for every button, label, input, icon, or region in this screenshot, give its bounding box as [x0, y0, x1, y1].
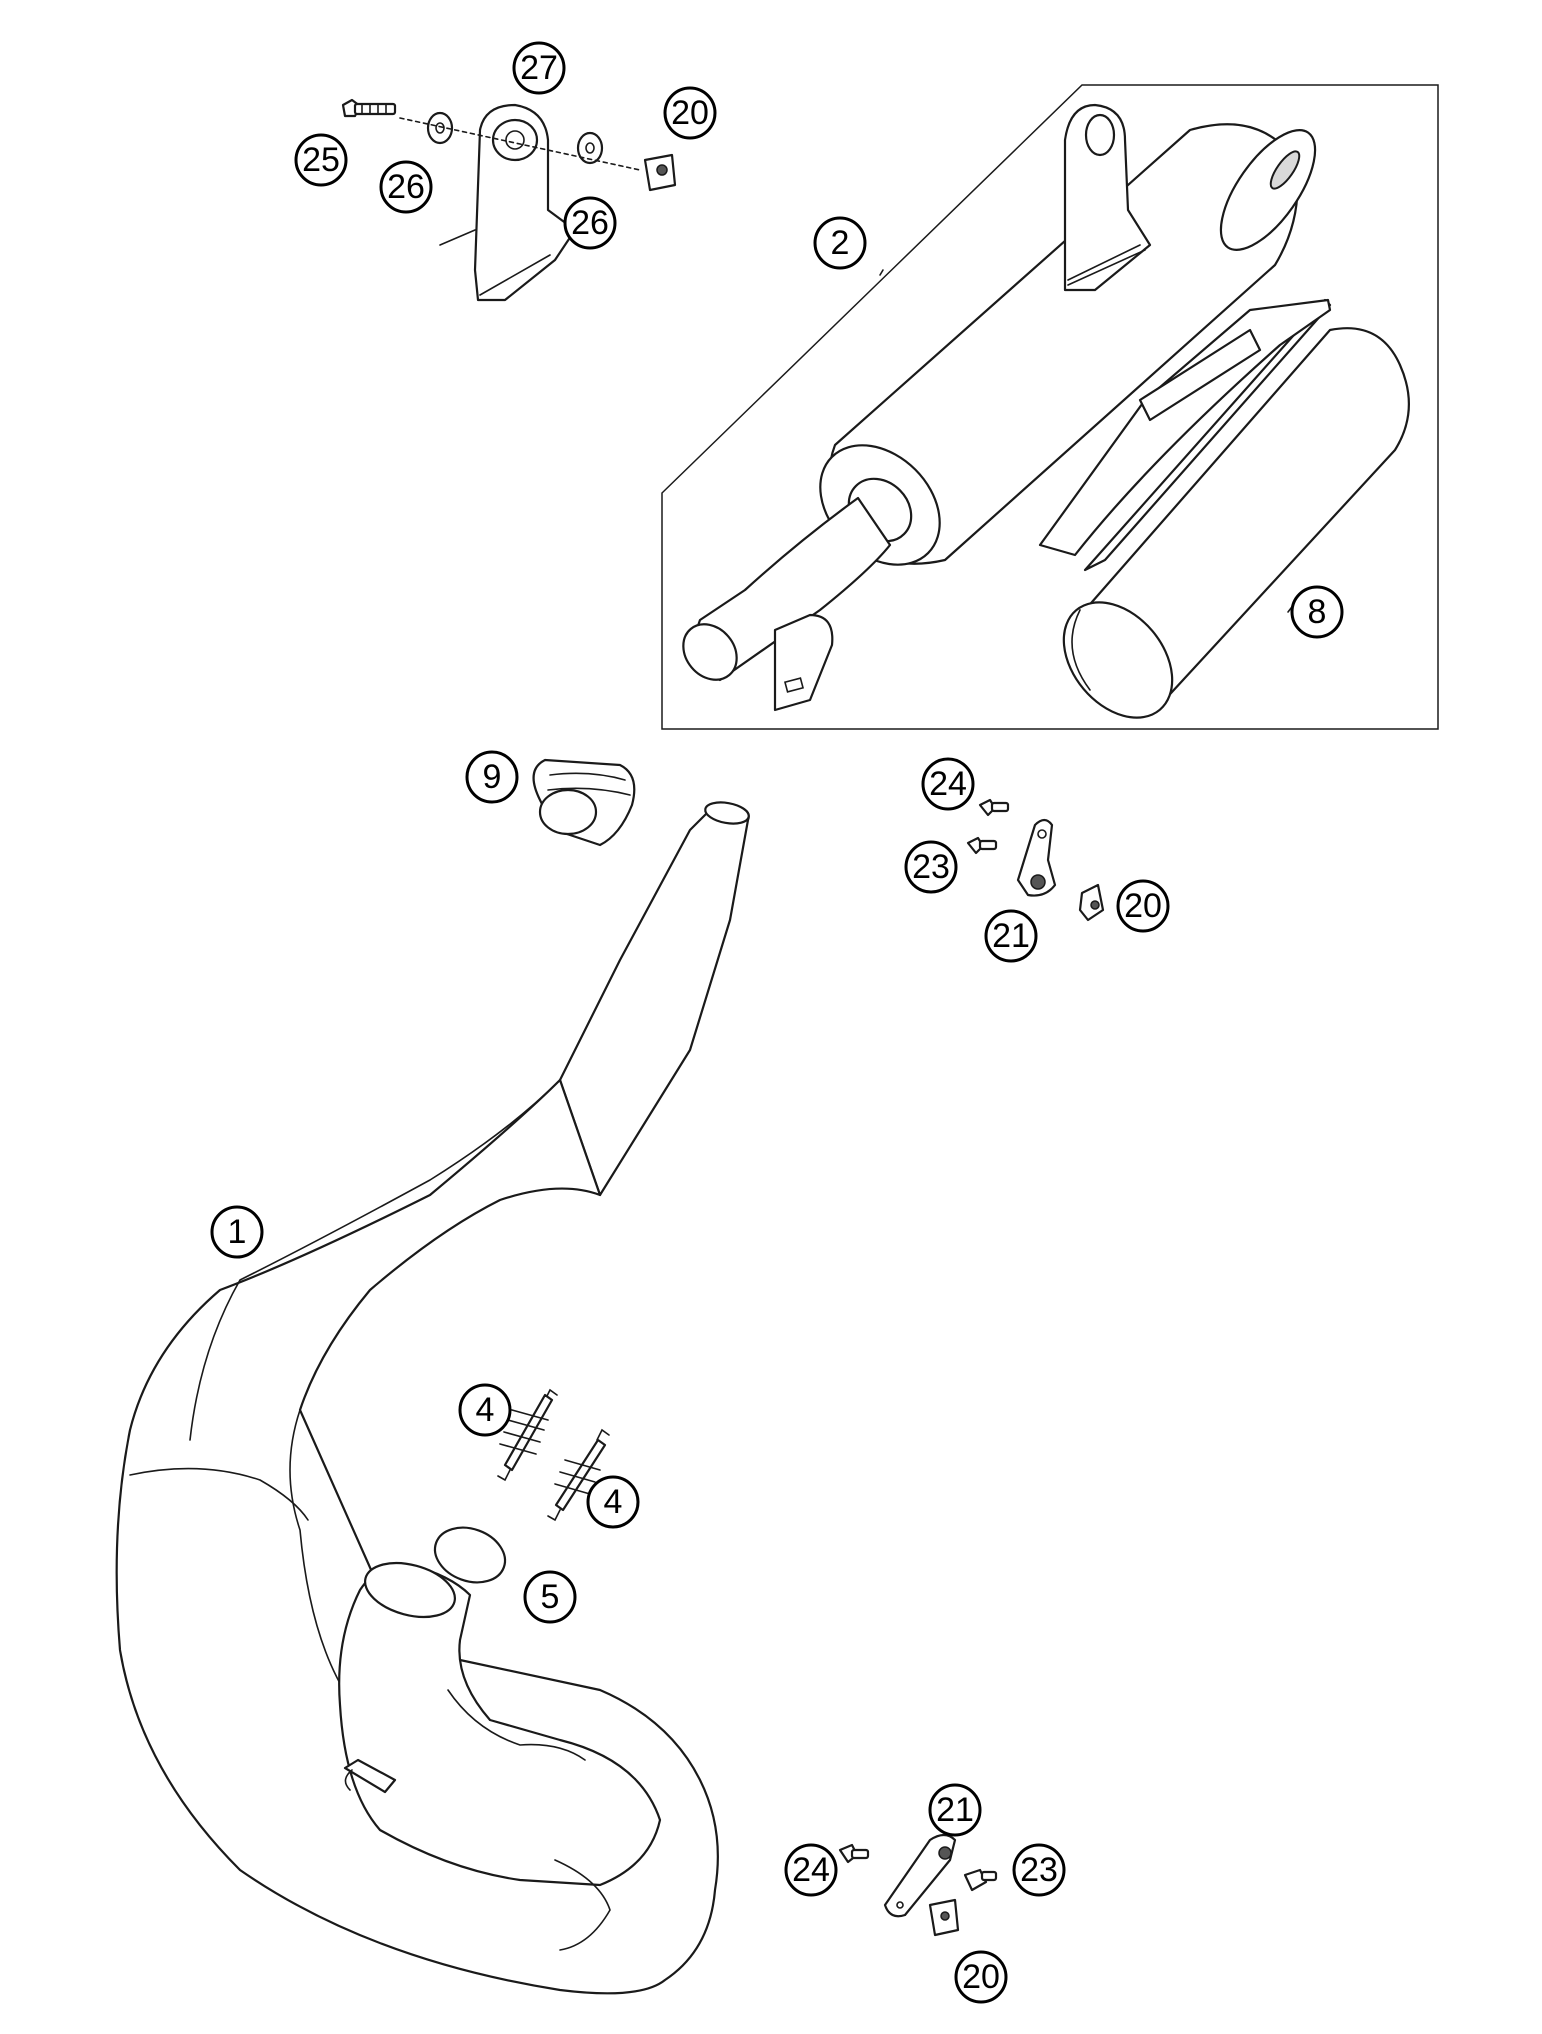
callout-label: 9: [483, 758, 502, 796]
callout-1: 1: [210, 1205, 264, 1259]
callout-label: 20: [962, 1958, 1000, 1996]
callout-4-upper: 4: [458, 1383, 512, 1437]
callout-27: 27: [512, 41, 566, 95]
callout-label: 5: [541, 1578, 560, 1616]
callout-label: 8: [1308, 593, 1327, 631]
springs: [497, 1388, 610, 1522]
callout-label: 4: [604, 1483, 623, 1521]
callout-4-lower: 4: [586, 1475, 640, 1529]
exhaust-pipe: [115, 801, 750, 1995]
callout-24-mid: 24: [921, 757, 975, 811]
callout-26-left: 26: [379, 160, 433, 214]
callout-label: 20: [671, 94, 709, 132]
muffler-kit-frame: [661, 84, 1439, 730]
callout-24-bottom: 24: [784, 1843, 838, 1897]
callout-5: 5: [523, 1570, 577, 1624]
callout-label: 20: [1124, 887, 1162, 925]
callout-label: 4: [476, 1391, 495, 1429]
callout-label: 26: [387, 168, 425, 206]
callout-label: 23: [912, 848, 950, 886]
callout-label: 1: [228, 1213, 247, 1251]
callout-label: 25: [302, 141, 340, 179]
callout-23-bottom: 23: [1012, 1843, 1066, 1897]
heat-shield-sleeve: [1038, 298, 1410, 719]
callout-label: 27: [520, 49, 558, 87]
front-mount-hardware: [966, 798, 1105, 922]
rear-mount-hardware: [341, 98, 677, 302]
callout-20-bottom: 20: [954, 1950, 1008, 2004]
callout-20-mid: 20: [1116, 879, 1170, 933]
callout-21-bottom: 21: [928, 1783, 982, 1837]
callout-label: 24: [792, 1851, 830, 1889]
callout-label: 23: [1020, 1851, 1058, 1889]
rubber-grommet: [532, 758, 636, 847]
callout-25: 25: [294, 133, 348, 187]
callout-label: 26: [571, 204, 609, 242]
callout-21-mid: 21: [984, 909, 1038, 963]
callout-label: 21: [992, 917, 1030, 955]
callout-8: 8: [1290, 585, 1344, 639]
callout-label: 24: [929, 765, 967, 803]
callout-label: 21: [936, 1791, 974, 1829]
callout-26-right: 26: [563, 196, 617, 250]
bottom-mount-hardware: [838, 1833, 998, 1937]
callout-9: 9: [465, 750, 519, 804]
callout-label: 2: [831, 224, 850, 262]
callout-20-top: 20: [663, 86, 717, 140]
callout-2: 2: [813, 216, 867, 270]
o-ring-gasket: [433, 1526, 507, 1584]
callout-23-mid: 23: [904, 840, 958, 894]
silencer: [682, 103, 1317, 712]
